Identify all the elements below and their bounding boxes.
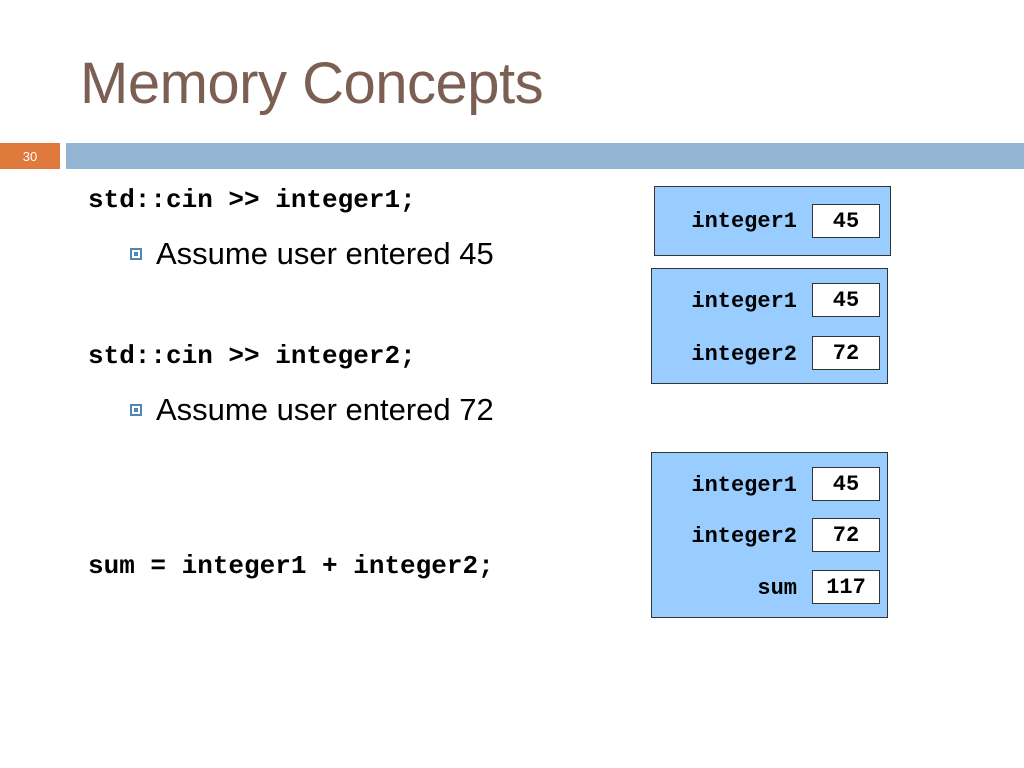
memory-value-integer1: 45 — [812, 283, 880, 317]
memory-value-sum: 117 — [812, 570, 880, 604]
bullet-text-1: Assume user entered 45 — [156, 236, 494, 271]
code-statement-2: std::cin >> integer2; — [88, 341, 416, 371]
memory-label-integer2: integer2 — [691, 524, 797, 549]
bullet-item-2: Assume user entered 72 — [130, 392, 494, 428]
memory-label-integer1: integer1 — [691, 289, 797, 314]
slide-number: 30 — [0, 143, 60, 169]
slide-title: Memory Concepts — [80, 51, 544, 116]
memory-box-3: integer1 45 integer2 72 sum 117 — [651, 452, 888, 618]
memory-value-integer2: 72 — [812, 518, 880, 552]
memory-box-2: integer1 45 integer2 72 — [651, 268, 888, 384]
memory-value-integer2: 72 — [812, 336, 880, 370]
memory-label-sum: sum — [757, 576, 797, 601]
bullet-text-2: Assume user entered 72 — [156, 392, 494, 427]
square-bullet-icon — [130, 248, 142, 260]
memory-label-integer1: integer1 — [691, 209, 797, 234]
square-bullet-icon — [130, 404, 142, 416]
memory-value-integer1: 45 — [812, 467, 880, 501]
header-band — [66, 143, 1024, 169]
code-statement-1: std::cin >> integer1; — [88, 185, 416, 215]
memory-label-integer2: integer2 — [691, 342, 797, 367]
bullet-item-1: Assume user entered 45 — [130, 236, 494, 272]
code-statement-3: sum = integer1 + integer2; — [88, 551, 494, 581]
memory-label-integer1: integer1 — [691, 473, 797, 498]
memory-value-integer1: 45 — [812, 204, 880, 238]
memory-box-1: integer1 45 — [654, 186, 891, 256]
